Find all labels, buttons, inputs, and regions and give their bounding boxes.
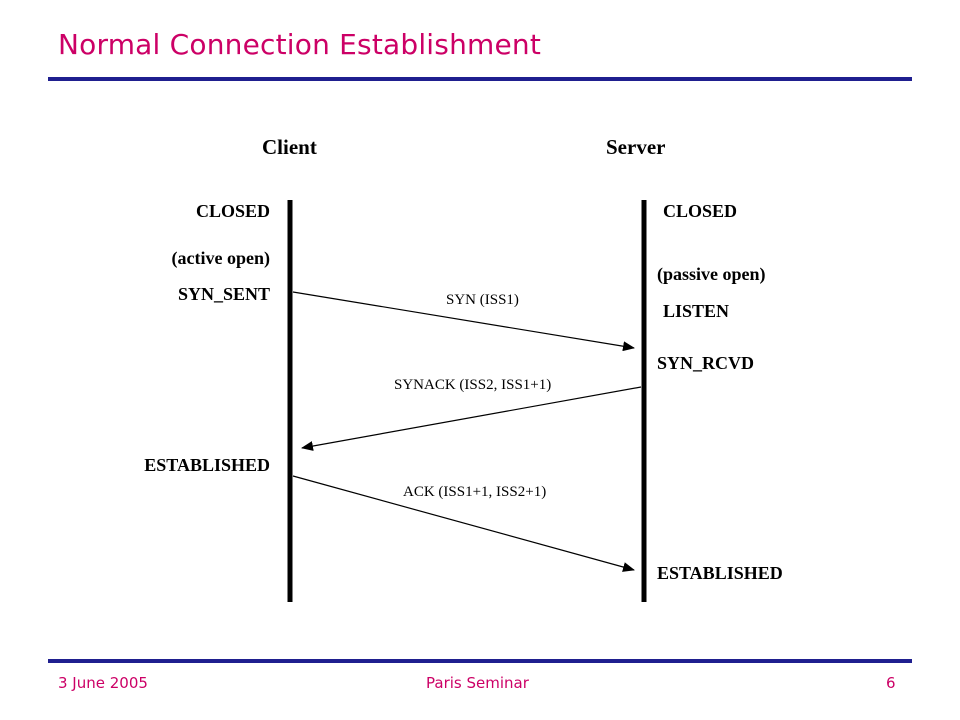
footer-date: 3 June 2005 — [58, 674, 148, 692]
client-state-active-open: (active open) — [172, 248, 270, 269]
synack-label: SYNACK (ISS2, ISS1+1) — [394, 377, 551, 393]
footer-rule — [48, 659, 912, 663]
server-state-syn-rcvd: SYN_RCVD — [657, 353, 754, 373]
client-state-syn-sent: SYN_SENT — [178, 284, 270, 304]
ack-arrow — [292, 475, 635, 572]
syn-label: SYN (ISS1) — [446, 292, 519, 308]
ack-label: ACK (ISS1+1, ISS2+1) — [403, 484, 546, 500]
client-state-closed: CLOSED — [196, 201, 270, 221]
server-state-established: ESTABLISHED — [657, 563, 783, 583]
footer-event: Paris Seminar — [426, 674, 529, 692]
synack-arrow — [301, 386, 642, 451]
slide-title: Normal Connection Establishment — [58, 28, 542, 61]
syn-arrow — [292, 291, 635, 352]
title-rule — [48, 77, 912, 81]
server-state-closed: CLOSED — [663, 201, 737, 221]
client-state-established: ESTABLISHED — [144, 455, 270, 475]
page-number: 6 — [886, 674, 896, 692]
server-state-passive-open: (passive open) — [657, 264, 766, 285]
server-state-listen: LISTEN — [663, 301, 729, 321]
client-header: Client — [262, 135, 317, 159]
server-header: Server — [606, 135, 665, 159]
